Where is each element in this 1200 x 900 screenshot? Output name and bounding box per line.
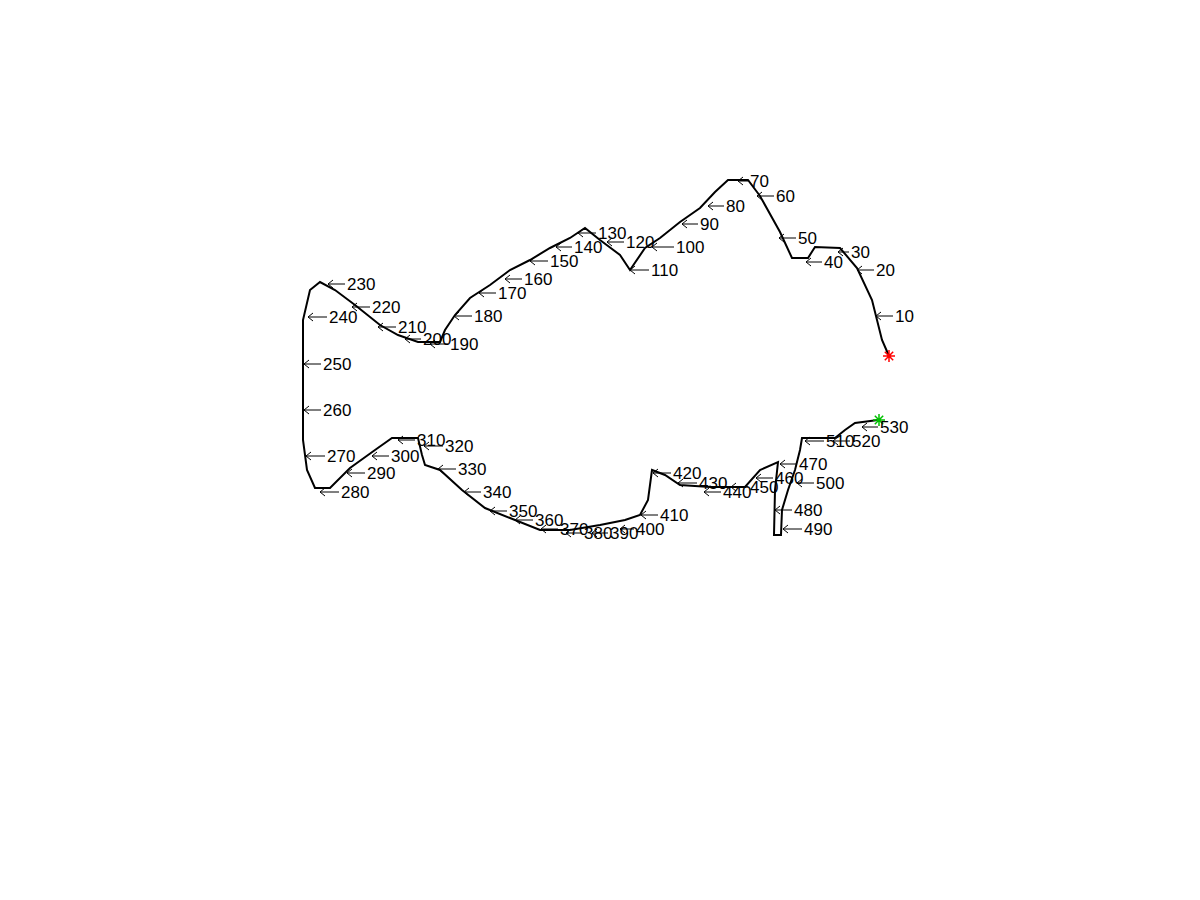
callout-number: 520: [852, 433, 880, 450]
leader-arrow: [347, 469, 365, 477]
start-marker: [883, 350, 895, 362]
contour-line: [303, 180, 889, 535]
leader-arrow: [308, 313, 327, 321]
callout-number: 160: [524, 271, 552, 288]
callout-number: 210: [398, 319, 426, 336]
leader-arrow: [780, 460, 797, 468]
leader-arrow: [320, 488, 339, 496]
callout-number: 360: [535, 512, 563, 529]
leader-arrow: [630, 266, 649, 274]
callout-number: 10: [895, 308, 914, 325]
callout-number: 470: [799, 456, 827, 473]
callout-number: 350: [509, 503, 537, 520]
leader-arrow: [505, 275, 522, 283]
callout-number: 20: [876, 262, 895, 279]
callout-number: 280: [341, 484, 369, 501]
leader-arrow: [464, 488, 481, 496]
leader-arrow: [378, 323, 396, 331]
callout-number: 230: [347, 276, 375, 293]
callout-number: 270: [327, 448, 355, 465]
callout-number: 150: [550, 253, 578, 270]
leader-arrow: [530, 257, 548, 265]
callout-number: 440: [723, 484, 751, 501]
leader-arrow: [454, 312, 472, 320]
leader-arrow: [653, 469, 671, 477]
callout-number: 510: [826, 433, 854, 450]
callout-number: 240: [329, 309, 357, 326]
callout-number: 70: [750, 173, 769, 190]
callout-number: 410: [660, 507, 688, 524]
leader-arrow: [738, 177, 748, 185]
callout-number: 100: [676, 239, 704, 256]
callout-number: 90: [700, 216, 719, 233]
leader-arrow: [805, 437, 824, 445]
leader-arrow: [304, 360, 321, 368]
callout-number: 330: [458, 461, 486, 478]
callout-number: 220: [372, 299, 400, 316]
callout-number: 180: [474, 308, 502, 325]
callout-number: 120: [626, 234, 654, 251]
callout-number: 80: [726, 198, 745, 215]
callout-number: 380: [584, 525, 612, 542]
leader-arrow: [490, 507, 507, 515]
callout-number: 530: [880, 419, 908, 436]
leader-arrow: [304, 406, 321, 414]
leader-arrow: [578, 229, 596, 237]
leader-arrow: [757, 192, 774, 200]
callout-number: 250: [323, 356, 351, 373]
callout-number: 500: [816, 475, 844, 492]
leader-arrow: [306, 452, 325, 460]
callout-number: 340: [483, 484, 511, 501]
leader-arrow: [479, 289, 496, 297]
callout-number: 420: [673, 465, 701, 482]
leader-arrow: [783, 525, 802, 533]
leader-arrow: [806, 258, 822, 266]
leader-arrow: [779, 234, 796, 242]
leader-arrow: [682, 220, 698, 228]
callout-number: 290: [367, 465, 395, 482]
leader-arrow: [328, 280, 345, 288]
callout-number: 390: [610, 525, 638, 542]
callout-number: 40: [824, 254, 843, 271]
leader-arrow: [862, 423, 878, 431]
leader-arrow: [372, 452, 389, 460]
leader-arrow: [398, 436, 415, 444]
callout-number: 190: [450, 336, 478, 353]
callout-number: 490: [804, 521, 832, 538]
leader-arrow: [641, 511, 658, 519]
leader-arrow: [857, 266, 874, 274]
callout-number: 300: [391, 448, 419, 465]
leader-arrow: [652, 243, 674, 251]
callout-number: 260: [323, 402, 351, 419]
callout-number: 110: [651, 262, 678, 279]
callout-number: 30: [851, 244, 870, 261]
leader-arrow: [556, 243, 572, 251]
callout-number: 170: [498, 285, 526, 302]
callout-number: 450: [750, 479, 778, 496]
leader-arrow: [708, 202, 724, 210]
callout-number: 60: [776, 188, 795, 205]
leader-arrow: [775, 506, 792, 514]
callout-number: 320: [445, 438, 473, 455]
leader-arrow: [405, 335, 421, 343]
leader-arrow: [438, 465, 456, 473]
callout-number: 310: [417, 432, 445, 449]
callout-number: 50: [798, 230, 817, 247]
leader-arrow: [876, 312, 893, 320]
callout-number: 200: [423, 331, 451, 348]
callout-number: 480: [794, 502, 822, 519]
